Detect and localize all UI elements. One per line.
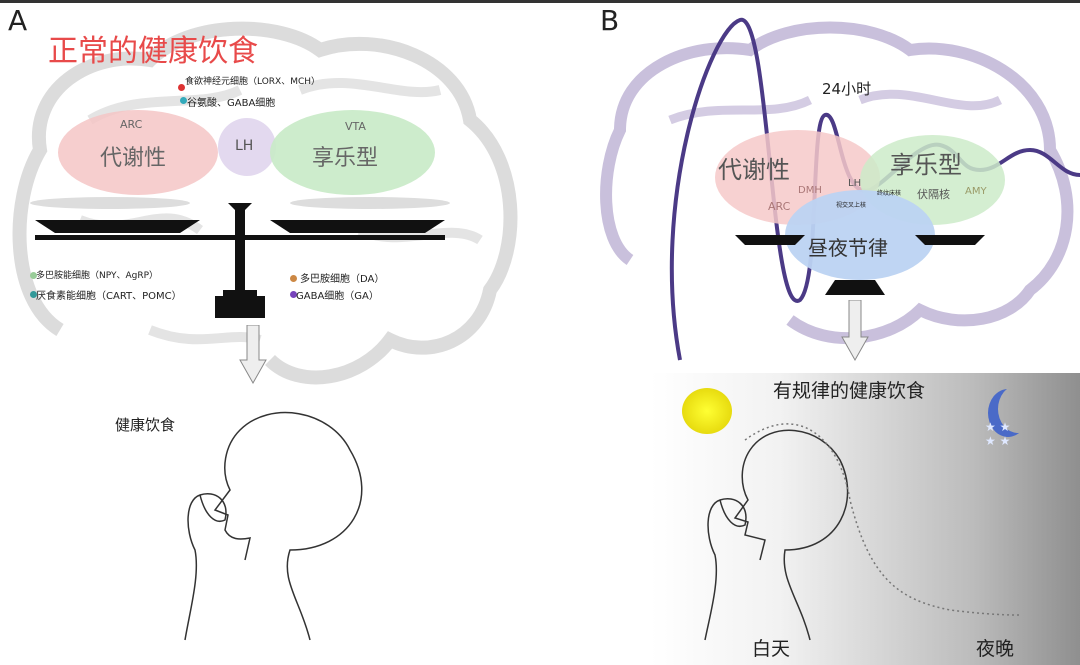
label-da: 多巴胺细胞（DA） bbox=[300, 274, 385, 285]
vta-label: VTA bbox=[345, 120, 366, 133]
sun-icon bbox=[682, 388, 732, 434]
label-glutamate-gaba: 谷氨酸、GABA细胞 bbox=[187, 98, 276, 109]
day-label: 白天 bbox=[752, 638, 791, 660]
red-dot bbox=[178, 84, 185, 91]
person-eating-a bbox=[184, 411, 363, 641]
balance-scale-b bbox=[735, 235, 985, 295]
circadian-ellipse bbox=[785, 190, 935, 280]
metabolic-label-b: 代谢性 bbox=[718, 156, 790, 184]
top-border bbox=[0, 0, 1080, 3]
arc-label: ARC bbox=[120, 118, 143, 131]
green-dot bbox=[30, 272, 37, 279]
label-ga: GABA细胞（GA） bbox=[296, 291, 379, 302]
balance-scale-a bbox=[30, 197, 450, 318]
blue-dot bbox=[180, 97, 187, 104]
down-arrow-a bbox=[239, 325, 267, 385]
metabolic-label: 代谢性 bbox=[100, 146, 167, 171]
arc-label-b: ARC bbox=[768, 200, 791, 213]
panel-b: B 24小时 代谢性 享乐型 DMH ARC LH 视交叉上核 终纹床核 伏隔核… bbox=[540, 0, 1080, 665]
night-label: 夜晚 bbox=[976, 638, 1015, 660]
nac-label: 伏隔核 bbox=[917, 188, 950, 201]
purple-dot bbox=[290, 291, 297, 298]
label-cart-pomc: 厌食素能细胞（CART、POMC） bbox=[36, 291, 182, 302]
hours-label: 24小时 bbox=[822, 80, 872, 98]
panel-a-title: 正常的健康饮食 bbox=[48, 34, 258, 69]
down-arrow-b bbox=[841, 300, 869, 362]
scn-label: 视交叉上核 bbox=[836, 202, 867, 209]
panel-letter-b: B bbox=[600, 4, 620, 37]
circadian-label: 昼夜节律 bbox=[808, 236, 888, 260]
lh-label-b: LH bbox=[848, 178, 862, 189]
panel-a: A 正常的健康饮食 食欲神经元细胞（LORX、MCH） 谷氨酸、GABA细胞 A… bbox=[8, 4, 518, 641]
lh-circle bbox=[218, 118, 276, 176]
hedonic-ellipse bbox=[270, 110, 435, 195]
label-npy-agrp: 多巴胺能细胞（NPY、AgRP） bbox=[36, 271, 159, 281]
person-eating-b bbox=[704, 423, 1021, 641]
amy-label: AMY bbox=[965, 186, 987, 197]
panel-letter-a: A bbox=[8, 4, 28, 37]
stars-icon: ★ ★★ ★ bbox=[985, 420, 1011, 448]
hedonic-label-b: 享乐型 bbox=[890, 151, 962, 179]
teal-dot bbox=[30, 291, 37, 298]
panel-b-title: 有规律的健康饮食 bbox=[773, 380, 926, 402]
bnst-label: 终纹床核 bbox=[877, 190, 902, 197]
lh-label: LH bbox=[235, 138, 254, 154]
orange-dot bbox=[290, 275, 297, 282]
dmh-label: DMH bbox=[798, 185, 822, 196]
eating-label: 健康饮食 bbox=[115, 416, 176, 434]
hedonic-label: 享乐型 bbox=[312, 146, 379, 171]
label-appetite-neurons: 食欲神经元细胞（LORX、MCH） bbox=[185, 77, 321, 87]
metabolic-ellipse bbox=[58, 110, 218, 195]
